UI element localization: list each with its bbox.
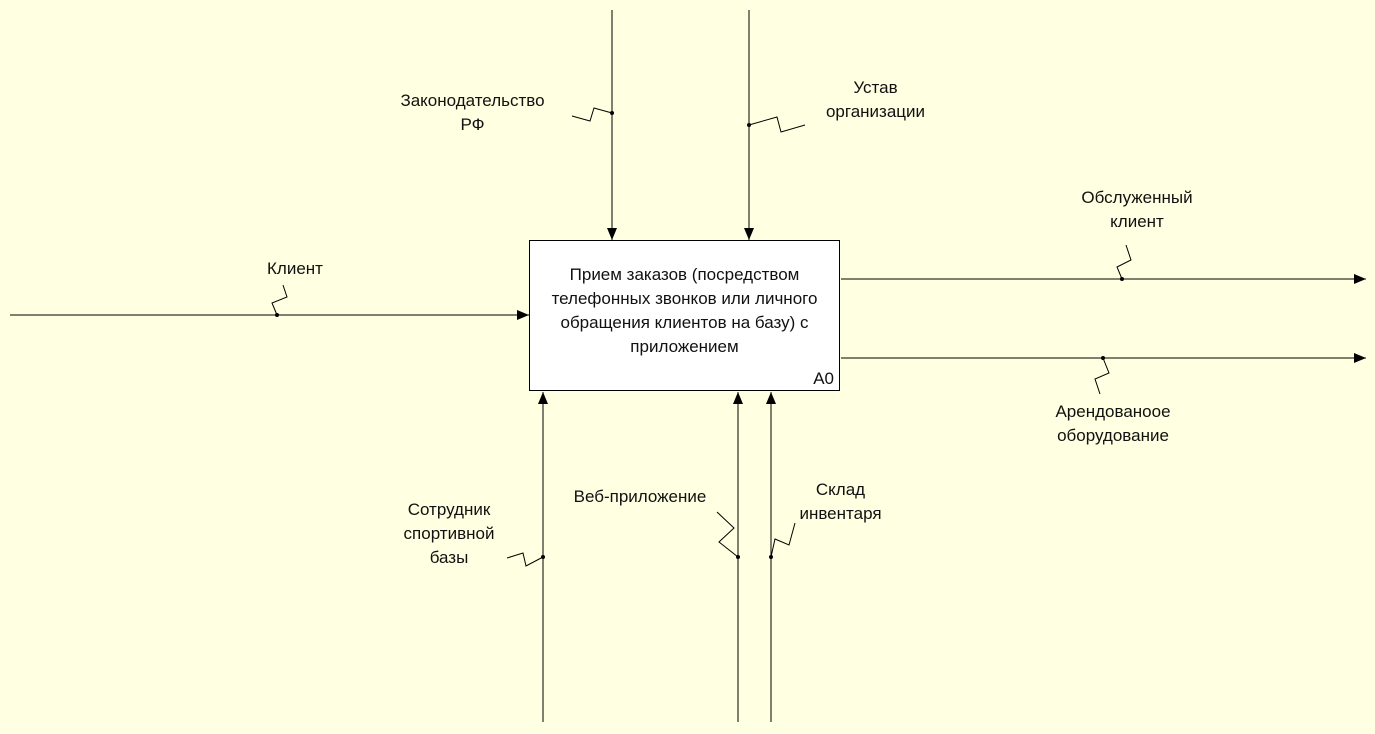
label-mechanism-webapp: Веб-приложение (573, 487, 707, 506)
arrow-control-charter[interactable] (744, 10, 806, 240)
arrow-control-law[interactable] (571, 10, 617, 240)
label-control-charter: Устав организации (825, 78, 926, 121)
label-output-equipment: Арендованоое оборудование (1055, 402, 1171, 445)
arrow-mechanism-webapp[interactable] (716, 392, 743, 722)
label-mechanism-staff: Сотрудник спортивной базы (403, 500, 495, 567)
label-mechanism-warehouse: Склад инвентаря (799, 480, 882, 523)
arrow-mechanism-warehouse[interactable] (766, 392, 796, 722)
activity-title: Прием заказов (посредством телефонных зв… (551, 265, 818, 356)
activity-box-a0[interactable]: Прием заказов (посредством телефонных зв… (529, 240, 840, 391)
arrow-mechanism-staff[interactable] (506, 392, 548, 722)
arrow-output-served-client[interactable] (841, 244, 1366, 284)
label-input-client: Клиент (267, 259, 323, 278)
activity-node-number: A0 (813, 369, 834, 388)
arrow-output-equipment[interactable] (841, 353, 1366, 395)
label-output-served-client: Обслуженный клиент (1081, 188, 1193, 231)
label-control-law: Законодательство РФ (400, 91, 545, 134)
arrow-input-client[interactable] (10, 284, 529, 320)
